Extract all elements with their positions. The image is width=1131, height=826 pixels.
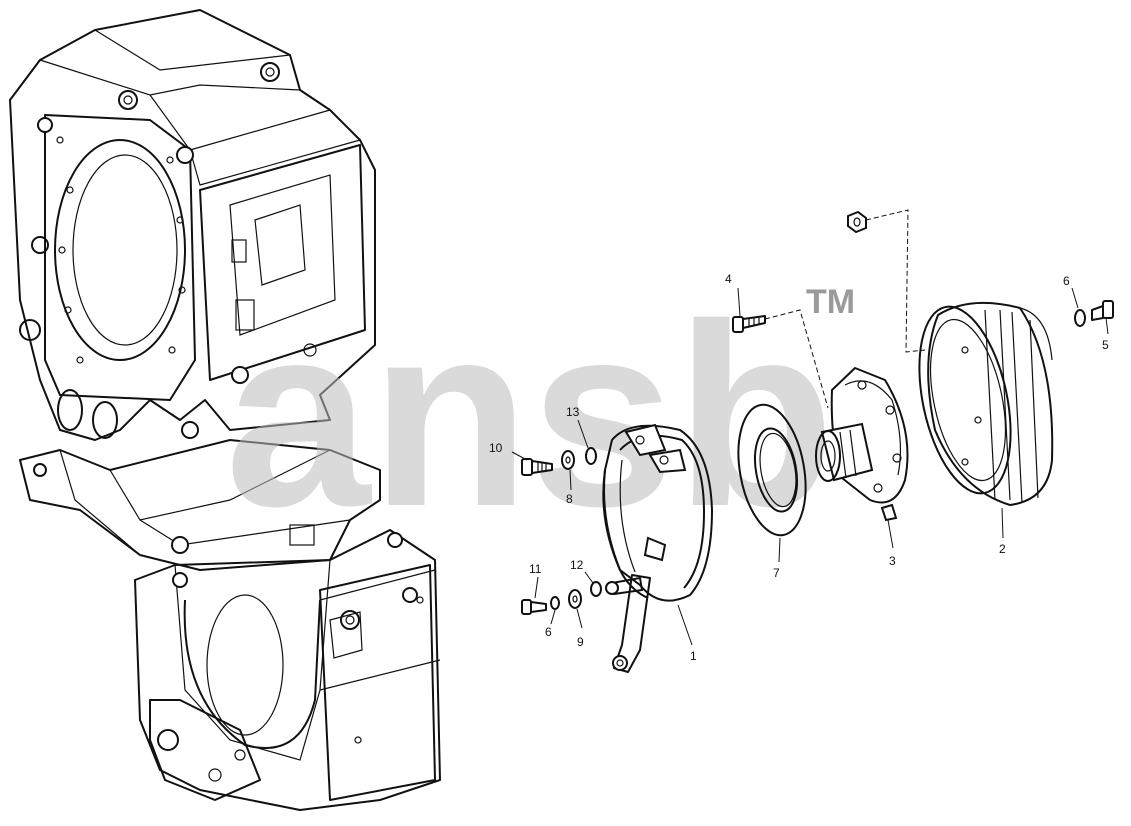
transmission-housing <box>9 9 441 811</box>
part-4-bolt <box>732 315 766 333</box>
callout-5: 5 <box>1102 338 1109 352</box>
part-2-drum <box>918 301 1054 506</box>
leader-6-lower <box>550 609 556 625</box>
leader-7 <box>778 537 781 563</box>
leader-5 <box>1105 317 1109 335</box>
leader-9 <box>576 608 583 629</box>
leader-10 <box>511 451 528 461</box>
callout-12: 12 <box>570 558 584 572</box>
leader-1 <box>677 604 693 646</box>
callout-6-lower: 6 <box>545 625 552 639</box>
watermark-logo-text: ansb <box>225 271 835 561</box>
part-6-washer-upper <box>1074 309 1086 327</box>
callout-13: 13 <box>566 405 580 419</box>
guide-line-nut <box>865 209 926 353</box>
callout-3: 3 <box>889 554 896 568</box>
callout-7: 7 <box>773 566 780 580</box>
part-1-brake-band <box>602 423 713 673</box>
callout-1: 1 <box>690 649 697 663</box>
callout-6-upper: 6 <box>1063 274 1070 288</box>
part-13-ring <box>585 447 597 465</box>
leader-12 <box>584 571 594 584</box>
part-6-washer-lower <box>550 596 560 610</box>
leader-13 <box>577 419 589 449</box>
leader-3 <box>887 519 894 549</box>
part-11-bolt <box>521 599 547 615</box>
callout-10: 10 <box>489 441 503 455</box>
part-nut-top <box>847 210 867 234</box>
callout-8: 8 <box>566 492 573 506</box>
part-8-washer <box>561 450 575 470</box>
part-3-hub-flange <box>815 367 909 522</box>
callout-11: 11 <box>529 562 542 576</box>
leader-4 <box>737 287 741 317</box>
callout-4: 4 <box>725 272 732 286</box>
leader-8 <box>569 469 572 491</box>
guide-line-bolt-4 <box>764 309 829 409</box>
leader-11 <box>534 576 539 599</box>
callout-9: 9 <box>577 635 584 649</box>
watermark-tm: TM <box>806 283 855 321</box>
watermark: ansb TM <box>225 271 855 561</box>
part-10-bolt <box>521 458 553 476</box>
part-7-disc <box>737 403 807 537</box>
leader-2 <box>1001 507 1004 539</box>
part-9-washer <box>568 589 582 609</box>
callouts: 1 2 3 4 5 6 6 7 8 9 10 11 12 <box>489 272 1109 663</box>
part-12-ring <box>590 581 602 597</box>
part-5-bolt <box>1091 300 1114 321</box>
callout-2: 2 <box>999 542 1006 556</box>
leader-6-upper <box>1071 287 1079 309</box>
